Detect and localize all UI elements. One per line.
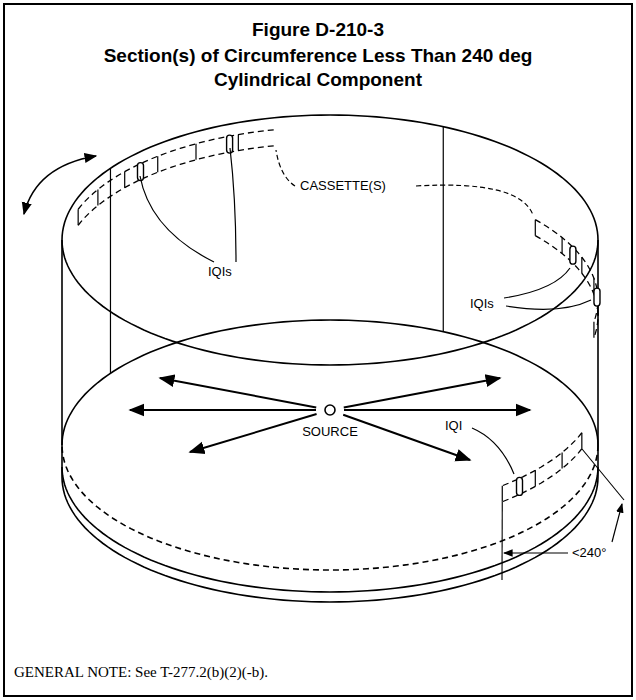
cassette-divider: [581, 257, 582, 273]
extension-line: [582, 449, 624, 500]
cassette-divider: [561, 453, 562, 469]
extension-line: [501, 502, 502, 580]
cassette-strip: [535, 220, 598, 322]
cassette-strip: [502, 433, 582, 486]
cassette-divider: [124, 172, 125, 188]
radiation-arrow: [344, 409, 530, 411]
wall-right: [597, 240, 599, 477]
leader-line: [230, 148, 236, 262]
radiation-arrow: [190, 414, 317, 452]
cassette-divider: [561, 238, 562, 254]
top-rim: [62, 115, 598, 365]
cassette-divider: [78, 209, 79, 225]
rotation-arrow: [24, 156, 96, 214]
leader-line: [416, 185, 533, 215]
cassette-divider: [157, 156, 158, 172]
radiation-arrow: [130, 409, 316, 411]
cassette-divider: [97, 190, 98, 206]
floor-back-edge: [62, 320, 598, 445]
iqi-marker: [570, 246, 576, 264]
iqi-label: IQIs: [208, 264, 232, 280]
iqi-label: IQIs: [470, 296, 494, 312]
leader-line: [276, 150, 295, 186]
source-point: [325, 405, 335, 415]
iqi-marker: [517, 477, 523, 495]
cassette-divider: [535, 470, 536, 486]
floor-front-edge: [62, 445, 598, 570]
radiation-arrow: [343, 415, 470, 460]
frame-border: [4, 4, 632, 696]
cassette-strip: [78, 130, 274, 210]
wall-seam: [443, 127, 444, 332]
iqi-marker: [227, 135, 233, 153]
cassette-divider: [238, 135, 239, 151]
leader-line: [506, 300, 591, 309]
dimension-label: <240°: [572, 545, 606, 561]
base-plate-top: [62, 467, 598, 592]
cassette-divider: [502, 486, 503, 502]
leader-line: [140, 176, 214, 262]
dimension-arrow: [612, 504, 622, 542]
wall-left: [61, 240, 63, 477]
iqi-marker: [594, 288, 600, 306]
general-note: GENERAL NOTE: See T-277.2(b)(2)(-b).: [14, 664, 268, 681]
cassette-divider: [593, 322, 594, 338]
iqi-label: IQI: [445, 418, 462, 434]
cassette-strip: [502, 449, 582, 502]
cassette-strip: [78, 146, 274, 226]
dimension-arrow: [504, 552, 568, 553]
cassette-label: CASSETTE(S): [300, 178, 386, 194]
cassette-divider: [535, 220, 536, 236]
radiation-arrow: [160, 378, 316, 407]
cassette-divider: [581, 433, 582, 449]
source-label: SOURCE: [290, 424, 370, 440]
wall-seam: [110, 168, 111, 373]
leader-line: [504, 268, 570, 298]
cassette-divider: [195, 144, 196, 160]
leader-line: [472, 428, 514, 474]
radiation-arrow: [344, 378, 500, 407]
figure-title: Figure D-210-3: [0, 18, 636, 42]
figure-subtitle: Section(s) of Circumference Less Than 24…: [98, 44, 538, 92]
